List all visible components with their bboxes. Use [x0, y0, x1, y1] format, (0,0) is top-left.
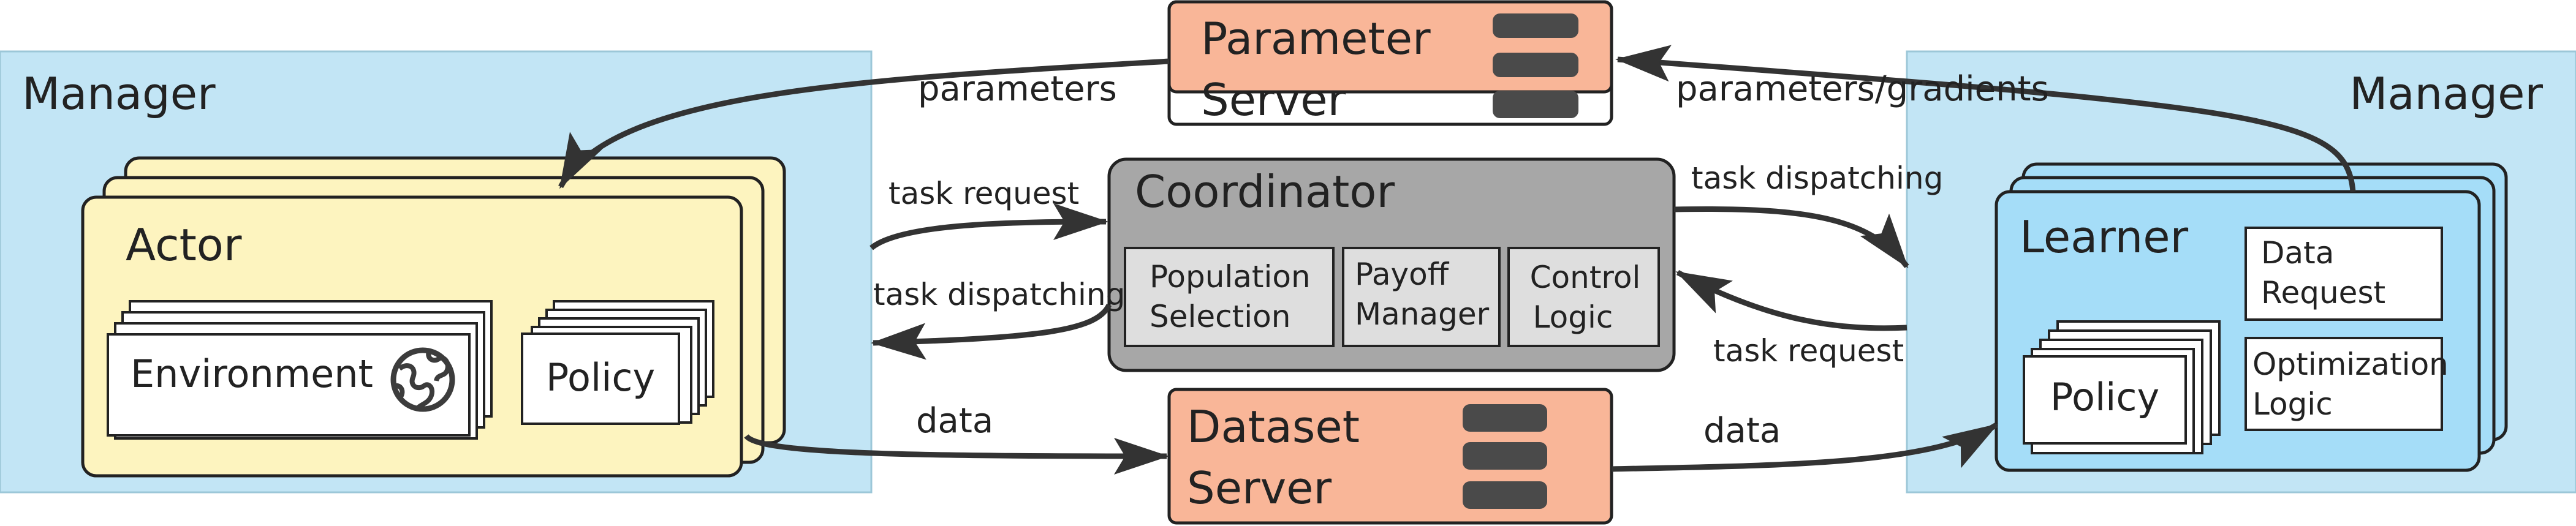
parameter-server-line2: Server [1201, 74, 1346, 126]
globe-icon [390, 347, 455, 412]
data-left-arrow [744, 434, 1169, 475]
task-dispatching-right-label: task dispatching [1691, 160, 1943, 196]
dataset-server-line1: Dataset [1187, 401, 1360, 453]
parameters-arrow [558, 58, 1170, 189]
task-request-left-label: task request [888, 176, 1079, 211]
payoff-manager-box [1342, 247, 1501, 347]
learner-policy-label: Policy [2050, 375, 2159, 419]
parameter-server-line1: Parameter [1201, 13, 1431, 64]
control-logic-box [1507, 247, 1660, 347]
data-request-line2: Request [2261, 275, 2385, 310]
data-left-label: data [916, 401, 993, 441]
payoff-manager-line1: Payoff [1355, 257, 1450, 292]
task-dispatching-left-label: task dispatching [873, 277, 1125, 312]
control-logic-line1: Control [1530, 260, 1641, 295]
optimization-logic-line1: Optimization [2252, 347, 2449, 382]
optimization-logic-line2: Logic [2252, 386, 2333, 422]
database-icon [1463, 404, 1547, 509]
task-request-right-label: task request [1713, 333, 1904, 369]
data-request-line1: Data [2261, 235, 2334, 271]
task-dispatching-left-arrow [871, 303, 1112, 360]
manager-right-title: Manager [2349, 68, 2543, 119]
data-request-box [2245, 227, 2443, 321]
manager-left-title: Manager [22, 68, 216, 119]
learner-policy-stack [2023, 320, 2221, 454]
data-right-label: data [1703, 411, 1781, 451]
coordinator-title: Coordinator [1135, 166, 1395, 217]
data-right-arrow [1611, 423, 1999, 472]
task-dispatching-right-arrow [1673, 206, 1909, 269]
dataset-server-line2: Server [1187, 462, 1332, 514]
population-selection-box [1124, 247, 1335, 347]
task-request-right-arrow [1675, 270, 1907, 331]
learner-title: Learner [2020, 211, 2189, 263]
actor-policy-box [521, 333, 680, 425]
actor-title: Actor [126, 219, 242, 271]
payoff-manager-line2: Manager [1355, 296, 1490, 332]
actor-policy-stack [521, 300, 714, 425]
task-request-left-arrow [869, 203, 1108, 250]
learner-policy-box [2023, 355, 2187, 445]
population-selection-line2: Selection [1150, 299, 1290, 334]
population-selection-line1: Population [1150, 259, 1311, 295]
parameters-label: parameters [918, 69, 1117, 109]
environment-stack [107, 300, 493, 440]
parameters-gradients-arrow [1615, 45, 2356, 192]
database-icon [1493, 13, 1578, 118]
environment-label: Environment [131, 351, 373, 396]
control-logic-line2: Logic [1533, 299, 1613, 335]
parameters-gradients-label: parameters/gradients [1676, 69, 2049, 109]
optimization-logic-box [2245, 337, 2443, 431]
actor-policy-label: Policy [546, 355, 655, 400]
